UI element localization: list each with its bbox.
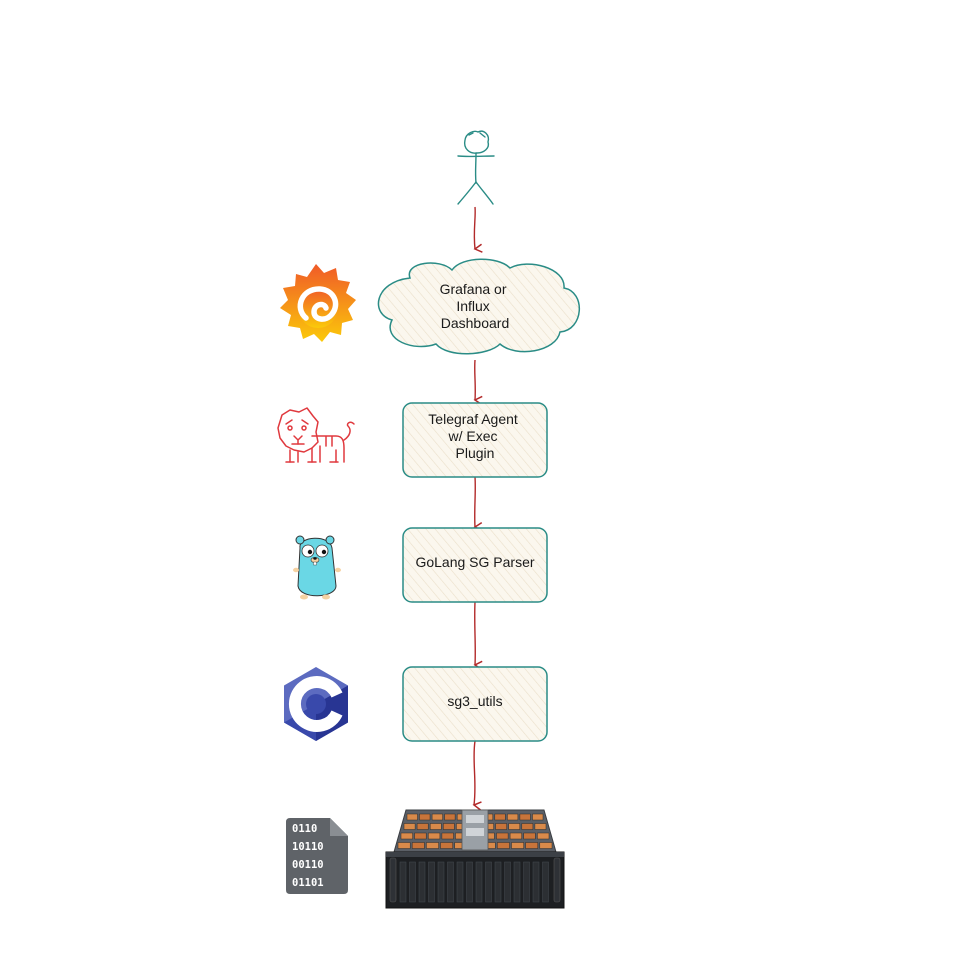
drive-bay	[537, 832, 550, 840]
edge-telegraf-to-parser	[473, 476, 483, 532]
grille-slot	[542, 861, 549, 903]
grille-slot	[475, 861, 483, 903]
binary-row-1: 0110	[292, 823, 317, 835]
drive-bay	[443, 823, 455, 830]
node-telegraf: Telegraf Agent w/ Exec Plugin	[402, 402, 548, 478]
node-sg3utils: sg3_utils	[402, 666, 548, 742]
grille-slot	[409, 861, 416, 903]
binary-row-3: 00110	[292, 859, 324, 871]
node-dashboard: Grafana or Influx Dashboard	[377, 258, 580, 355]
edge-parser-to-sg3utils	[473, 601, 483, 670]
drive-bay	[534, 823, 547, 830]
edge-dashboard-to-telegraf	[473, 359, 483, 406]
grille-slot	[456, 861, 464, 903]
drive-bay	[444, 813, 456, 821]
parser-box	[402, 527, 548, 603]
sg3utils-label: sg3_utils	[447, 693, 502, 709]
drive-bay	[497, 842, 510, 849]
dashboard-cloud-shape	[377, 258, 580, 355]
drive-bay	[495, 823, 507, 830]
edges	[472, 206, 483, 811]
grille-slot	[418, 861, 426, 903]
c-language-icon	[284, 667, 348, 741]
parser-label: GoLang SG Parser	[415, 554, 534, 570]
drive-bay	[406, 813, 418, 821]
grille-slot	[428, 861, 435, 903]
drive-bay	[400, 832, 413, 840]
grille-slot	[485, 861, 492, 903]
front-grille	[399, 861, 549, 903]
telegraf-label: Telegraf Agent w/ Exec Plugin	[428, 411, 521, 461]
drive-bay	[431, 813, 443, 821]
storage-enclosure-icon	[385, 809, 565, 909]
drive-bay	[521, 823, 534, 830]
drive-bay	[441, 832, 454, 840]
drive-bay	[496, 832, 509, 840]
golang-gopher-icon	[293, 535, 341, 600]
drive-bay	[509, 832, 522, 840]
binary-row-2: 10110	[292, 841, 324, 853]
drive-bay	[403, 823, 416, 830]
telegraf-box	[402, 402, 548, 478]
grafana-logo-icon	[280, 264, 356, 342]
grille-slot	[399, 861, 407, 903]
node-parser: GoLang SG Parser	[402, 527, 548, 603]
drive-bay	[511, 842, 524, 849]
grille-slot	[447, 861, 454, 903]
drive-bay	[525, 842, 539, 849]
drive-bay	[419, 813, 431, 821]
dashboard-label: Grafana or Influx Dashboard	[440, 281, 511, 331]
sg3utils-box	[402, 666, 548, 742]
binary-file-icon: 0110 10110 00110 01101	[286, 818, 348, 894]
drive-bay	[428, 832, 441, 840]
user-actor-icon	[457, 130, 495, 205]
drive-bay	[532, 813, 544, 821]
drive-bay	[411, 842, 425, 849]
drive-bay	[494, 813, 506, 821]
grille-slot	[494, 861, 502, 903]
drive-bay	[507, 813, 519, 821]
drive-bay	[508, 823, 521, 830]
edge-user-to-dashboard	[473, 206, 483, 253]
drive-bay	[429, 823, 442, 830]
grille-slot	[437, 861, 445, 903]
edge-sg3utils-to-storage	[472, 740, 482, 811]
drive-bay	[539, 842, 553, 849]
grille-slot	[513, 861, 521, 903]
binary-row-4: 01101	[292, 877, 324, 889]
drive-bay	[519, 813, 531, 821]
drive-bay	[523, 832, 536, 840]
grille-slot	[466, 861, 473, 903]
drive-bay	[416, 823, 429, 830]
telegraf-tiger-icon	[277, 407, 355, 463]
drive-bay	[440, 842, 453, 849]
drive-bay	[397, 842, 411, 849]
grille-slot	[532, 861, 540, 903]
grille-slot	[504, 861, 511, 903]
drive-bay	[414, 832, 427, 840]
grille-slot	[523, 861, 530, 903]
drive-bay	[426, 842, 439, 849]
